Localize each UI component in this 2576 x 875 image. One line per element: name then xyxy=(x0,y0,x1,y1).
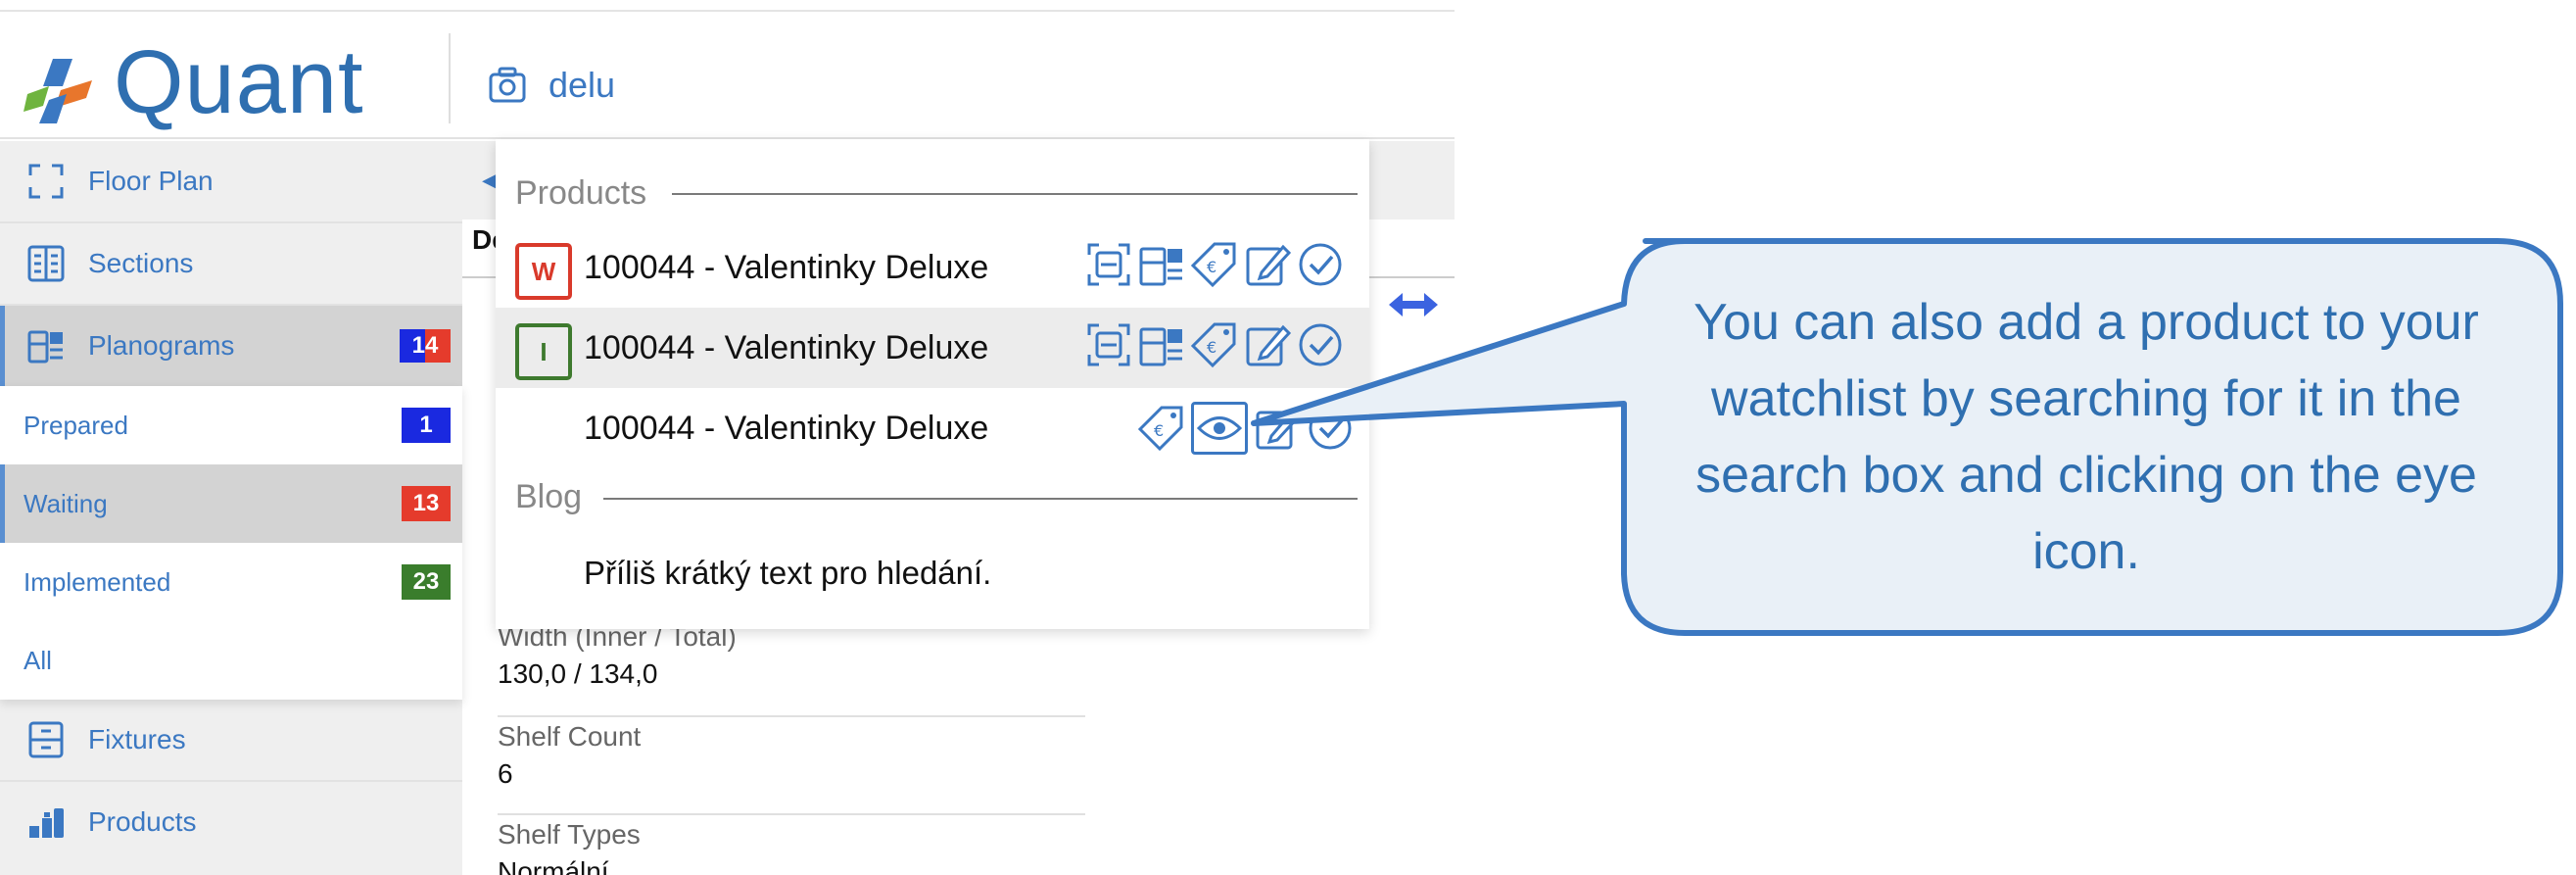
price-tag-icon[interactable]: € xyxy=(1191,241,1238,288)
check-circle-icon[interactable] xyxy=(1297,241,1344,288)
sidebar-item-products[interactable]: Products xyxy=(0,782,462,862)
field-shelf-count: Shelf Count 6 xyxy=(498,721,1085,790)
edit-icon[interactable] xyxy=(1244,241,1291,288)
sidebar-divider xyxy=(0,304,462,306)
edit-icon[interactable] xyxy=(1244,321,1291,368)
sidebar-item-label: Planograms xyxy=(88,330,235,361)
result-actions: € xyxy=(1085,241,1344,288)
svg-text:€: € xyxy=(1207,258,1216,276)
sidebar-item-sections[interactable]: Sections xyxy=(0,223,462,304)
planogram-icon[interactable] xyxy=(1138,321,1185,368)
header: Quant delu xyxy=(0,12,1455,139)
field-value: Normální xyxy=(498,856,609,875)
search-result-row[interactable]: W 100044 - Valentinky Deluxe € xyxy=(496,227,1369,308)
field-shelf-types: Shelf Types Normální xyxy=(498,819,1085,875)
status-badge-waiting: W xyxy=(515,243,572,300)
top-border xyxy=(0,10,1455,12)
planograms-count-badge: 14 xyxy=(400,329,451,363)
field-divider xyxy=(498,813,1085,815)
store-camera-icon xyxy=(489,67,526,103)
planograms-submenu: Prepared 1 Waiting 13 Implemented 23 All xyxy=(0,386,462,700)
result-label: 100044 - Valentinky Deluxe xyxy=(584,249,989,286)
sidebar-item-floor-plan[interactable]: Floor Plan xyxy=(0,141,462,221)
result-actions: € xyxy=(1085,321,1344,368)
check-circle-icon[interactable] xyxy=(1297,321,1344,368)
field-label: Shelf Count xyxy=(498,721,642,752)
submenu-item-label: Implemented xyxy=(24,566,171,597)
sidebar-item-label: Fixtures xyxy=(88,724,186,754)
svg-text:€: € xyxy=(1207,338,1216,357)
watchlist-eye-button[interactable] xyxy=(1191,402,1248,455)
floor-plan-icon xyxy=(28,164,64,199)
barcode-scan-icon[interactable] xyxy=(1085,321,1132,368)
app-window: Quant delu Floor Plan xyxy=(0,10,1455,875)
sidebar-divider xyxy=(0,780,462,782)
store-name: delu xyxy=(549,65,616,105)
search-result-row[interactable]: 100044 - Valentinky Deluxe € xyxy=(496,388,1369,468)
field-value: 130,0 / 134,0 xyxy=(498,658,658,689)
callout-text: You can also add a product to your watch… xyxy=(1693,294,2479,580)
store-selector[interactable]: delu xyxy=(488,61,615,110)
submenu-item-all[interactable]: All xyxy=(0,621,462,700)
price-tag-icon[interactable]: € xyxy=(1191,321,1238,368)
planogram-icon[interactable] xyxy=(1138,241,1185,288)
prepared-count-badge: 1 xyxy=(402,408,451,443)
sidebar-item-label: Products xyxy=(88,806,197,837)
blog-section-rule xyxy=(603,498,1358,500)
implemented-count-badge: 23 xyxy=(402,564,451,600)
blog-section-title: Blog xyxy=(515,478,596,516)
header-divider xyxy=(449,33,451,123)
search-result-row[interactable]: I 100044 - Valentinky Deluxe € xyxy=(496,308,1369,388)
quant-logo-icon xyxy=(24,59,92,123)
planograms-icon xyxy=(27,330,63,364)
blog-message: Příliš krátký text pro hledání. xyxy=(584,555,992,591)
products-icon xyxy=(29,808,64,838)
price-tag-icon[interactable]: € xyxy=(1138,405,1185,452)
field-width: Width (Inner / Total) 130,0 / 134,0 xyxy=(498,621,1085,690)
result-label: 100044 - Valentinky Deluxe xyxy=(584,329,989,366)
submenu-item-waiting[interactable]: Waiting 13 xyxy=(0,464,462,543)
products-section-title: Products xyxy=(515,174,661,213)
sidebar-item-label: Floor Plan xyxy=(88,166,214,196)
fixtures-icon xyxy=(28,721,64,758)
submenu-item-label: Waiting xyxy=(24,488,108,518)
eye-icon xyxy=(1197,416,1242,440)
sidebar-divider xyxy=(0,221,462,223)
submenu-item-implemented[interactable]: Implemented 23 xyxy=(0,543,462,621)
field-divider xyxy=(498,715,1085,717)
logo-text: Quant xyxy=(114,32,364,132)
sections-icon xyxy=(27,245,65,282)
submenu-item-prepared[interactable]: Prepared 1 xyxy=(0,386,462,464)
products-section-rule xyxy=(672,193,1358,195)
callout-bubble xyxy=(1251,238,2563,636)
submenu-item-label: Prepared xyxy=(24,410,128,440)
result-label: 100044 - Valentinky Deluxe xyxy=(584,410,989,447)
sidebar-item-fixtures[interactable]: Fixtures xyxy=(0,700,462,780)
waiting-count-badge: 13 xyxy=(402,486,451,521)
barcode-scan-icon[interactable] xyxy=(1085,241,1132,288)
svg-text:€: € xyxy=(1154,421,1164,440)
field-value: 6 xyxy=(498,758,513,789)
resize-arrows-icon[interactable] xyxy=(1389,290,1438,319)
sidebar-item-planograms[interactable]: Planograms 14 xyxy=(0,306,462,386)
field-label: Shelf Types xyxy=(498,819,641,850)
logo[interactable]: Quant xyxy=(24,37,396,129)
sidebar-item-label: Sections xyxy=(88,248,194,278)
search-results-dropdown: Products W 100044 - Valentinky Deluxe € … xyxy=(496,139,1369,629)
submenu-item-label: All xyxy=(24,645,52,675)
status-badge-implemented: I xyxy=(515,323,572,380)
